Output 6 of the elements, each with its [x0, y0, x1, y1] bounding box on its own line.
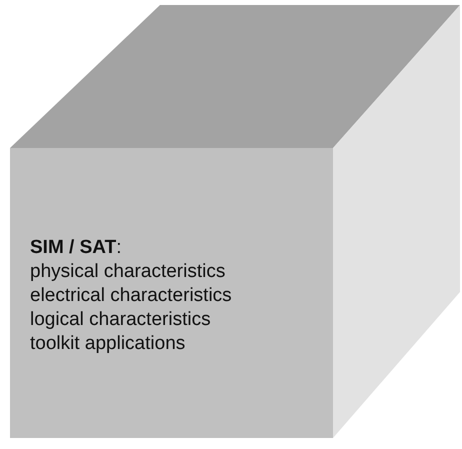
- list-item-text: logical characteristics: [30, 309, 211, 330]
- heading-text: SIM / SAT:: [30, 237, 122, 258]
- list-item-text: physical characteristics: [30, 261, 226, 282]
- list-item-text: electrical characteristics: [30, 285, 232, 306]
- cube-front-face: [10, 148, 333, 438]
- list-item-text: toolkit applications: [30, 333, 186, 354]
